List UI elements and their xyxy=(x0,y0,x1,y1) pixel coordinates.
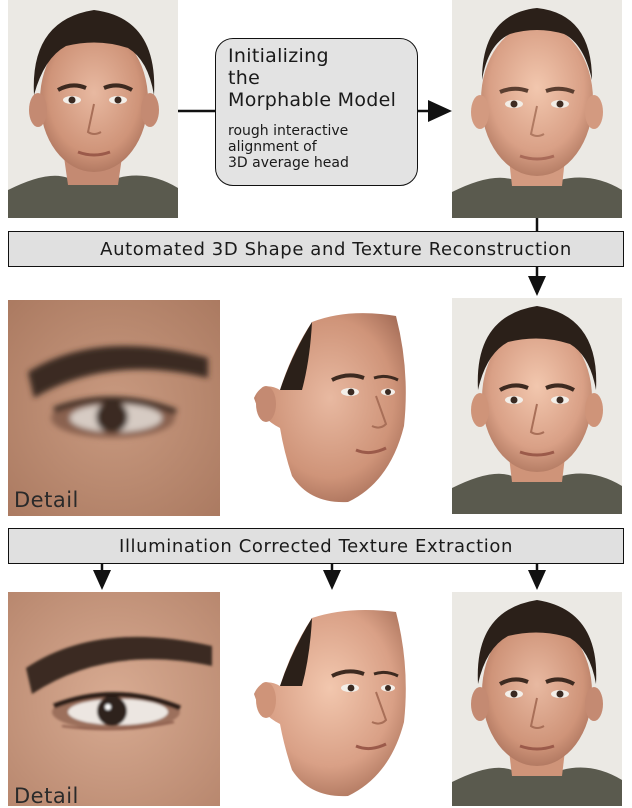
initialization-subtitle: rough interactive alignment of 3D averag… xyxy=(228,123,349,171)
arrow-down-icon xyxy=(93,570,111,590)
detail-label-1: Detail xyxy=(14,488,79,512)
reconstruction-banner-label: Automated 3D Shape and Texture Reconstru… xyxy=(100,238,572,260)
detail-label-2: Detail xyxy=(14,784,79,808)
reconstruction-banner: Automated 3D Shape and Texture Reconstru… xyxy=(8,231,624,267)
average-head-render xyxy=(452,0,622,218)
arrow-down-icon xyxy=(323,570,341,590)
arrow-down-icon xyxy=(528,276,546,296)
texture-extraction-banner-label: Illumination Corrected Texture Extractio… xyxy=(119,535,513,557)
input-photo xyxy=(8,0,178,218)
initialization-box: Initializing the Morphable Model rough i… xyxy=(215,38,418,186)
eye-detail-sharp xyxy=(8,592,220,806)
initialization-title: Initializing the Morphable Model xyxy=(228,45,397,111)
head-3d-corrected xyxy=(240,604,410,800)
texture-extraction-banner: Illumination Corrected Texture Extractio… xyxy=(8,528,624,564)
arrow-right-icon xyxy=(428,100,452,122)
reconstructed-face xyxy=(452,298,622,514)
head-3d-reconstruction xyxy=(240,306,410,506)
eye-detail-blurry xyxy=(8,300,220,516)
final-face xyxy=(452,592,622,806)
arrow-down-icon xyxy=(528,570,546,590)
